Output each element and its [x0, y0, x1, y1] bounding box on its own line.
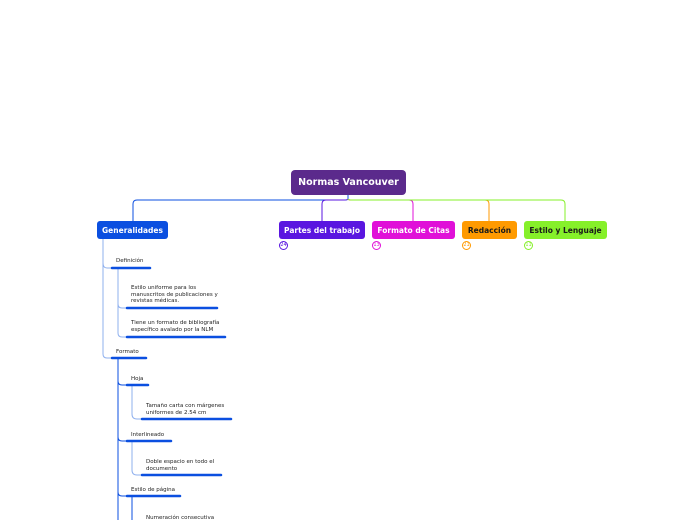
subtopic-interlineado[interactable]: Interlineado [131, 432, 165, 438]
central-topic[interactable]: Normas Vancouver [291, 170, 406, 195]
connector-partes [321, 198, 349, 221]
branch-definicion [102, 262, 112, 269]
topic-formato-de-citas[interactable]: Formato de Citas [372, 221, 455, 239]
subtopic-hoja[interactable]: Hoja [131, 376, 144, 382]
subtopic-definicion[interactable]: Definición [116, 258, 144, 264]
connector-generalidades [132, 195, 349, 221]
topic-partes-del-trabajo[interactable]: Partes del trabajo [279, 221, 365, 239]
connector-formato-citas [347, 198, 414, 221]
subtopic-hoja-item[interactable]: Tamaño carta con márgenes uniformes de 2… [146, 403, 225, 416]
topic-generalidades[interactable]: Generalidades [97, 221, 168, 239]
branch-interlineado [117, 436, 126, 442]
subtopic-estilo-pagina[interactable]: Estilo de página [131, 487, 176, 493]
collapsed-count-badge-redaccion[interactable]: 21 [462, 241, 471, 250]
branch-estilo-pagina [117, 491, 126, 497]
subtopic-estilo-pagina-item[interactable]: Numeración consecutiva [146, 515, 215, 521]
topic-estilo-y-lenguaje[interactable]: Estilo y Lenguaje [524, 221, 607, 239]
trunk-generalidades [102, 239, 112, 359]
branch-def-1 [117, 303, 126, 309]
collapsed-count-badge-estilo[interactable]: 11 [524, 241, 533, 250]
trunk-definicion [117, 268, 126, 338]
underline-bars [110, 266, 233, 498]
trunk-interlineado [131, 441, 141, 476]
collapsed-count-badge-formato[interactable]: 13 [372, 241, 381, 250]
topic-redaccion[interactable]: Redacción [462, 221, 517, 239]
subtopic-formato[interactable]: Formato [116, 349, 139, 355]
connector-redaccion [347, 198, 490, 221]
collapsed-count-badge-partes[interactable]: 24 [279, 241, 288, 250]
branch-hoja [117, 380, 126, 386]
trunk-hoja [131, 385, 141, 420]
subtopic-definicion-item-2[interactable]: Tiene un formato de bibliografía específ… [131, 320, 220, 333]
connector-estilo [347, 198, 566, 221]
subtopic-interlineado-item[interactable]: Doble espacio en todo el documento [146, 459, 215, 472]
subtopic-definicion-item-1[interactable]: Estilo uniforme para los manuscritos de … [131, 285, 218, 304]
